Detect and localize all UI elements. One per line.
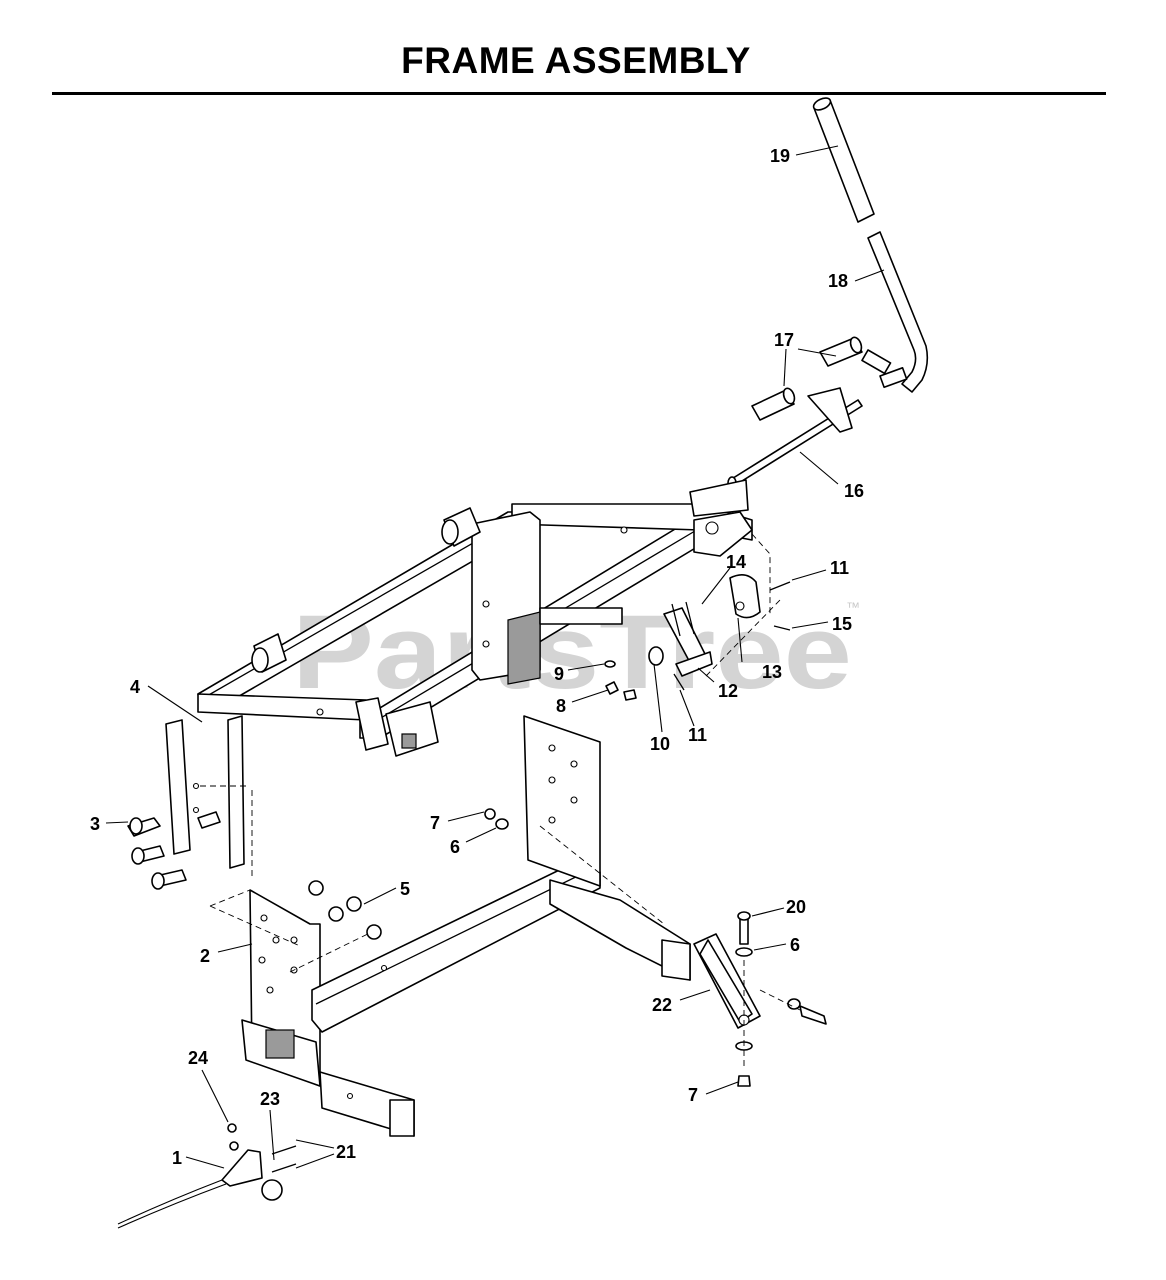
callout-11-lower: 11 <box>688 725 707 745</box>
callout-labels: 19 18 17 16 14 11 15 13 12 11 10 9 8 4 3… <box>90 146 864 1168</box>
trademark-symbol: ™ <box>846 599 860 615</box>
callout-22: 22 <box>652 995 672 1015</box>
part-16-shaft <box>727 387 863 490</box>
callout-18: 18 <box>828 271 848 291</box>
callout-4: 4 <box>130 677 140 697</box>
callout-17: 17 <box>774 330 794 350</box>
callout-21: 21 <box>336 1142 356 1162</box>
part-18-handle <box>861 231 929 393</box>
part-4-upper-frame <box>165 479 753 869</box>
title-underline <box>52 92 1106 95</box>
callout-6-lower: 6 <box>790 935 800 955</box>
leader-lines <box>105 145 885 1169</box>
callout-6-upper: 6 <box>450 837 460 857</box>
callout-1: 1 <box>172 1148 182 1168</box>
parts-3-5-bolts-nuts <box>127 785 509 947</box>
callout-13: 13 <box>762 662 782 682</box>
callout-9: 9 <box>554 664 564 684</box>
part-22-pivot-bracket <box>693 911 827 1087</box>
callout-8: 8 <box>556 696 566 716</box>
callout-10: 10 <box>650 734 670 754</box>
callout-7-lower: 7 <box>688 1085 698 1105</box>
part-2-lower-frame <box>241 715 691 1137</box>
part-19-handle-grip <box>812 97 875 223</box>
callout-23: 23 <box>260 1089 280 1109</box>
callout-15: 15 <box>832 614 852 634</box>
callout-14: 14 <box>726 552 746 572</box>
callout-24: 24 <box>188 1048 208 1068</box>
callout-7-upper: 7 <box>430 813 440 833</box>
callout-3: 3 <box>90 814 100 834</box>
callout-20: 20 <box>786 897 806 917</box>
callout-19: 19 <box>770 146 790 166</box>
callout-16: 16 <box>844 481 864 501</box>
page-title: FRAME ASSEMBLY <box>401 40 751 81</box>
callout-5: 5 <box>400 879 410 899</box>
callout-12: 12 <box>718 681 738 701</box>
part-1-hitch-and-cable <box>117 1123 297 1229</box>
callout-2: 2 <box>200 946 210 966</box>
callout-11-upper: 11 <box>830 558 849 578</box>
part-17-spacers <box>751 336 863 421</box>
parts-10-15-bracket-hardware <box>604 533 791 701</box>
